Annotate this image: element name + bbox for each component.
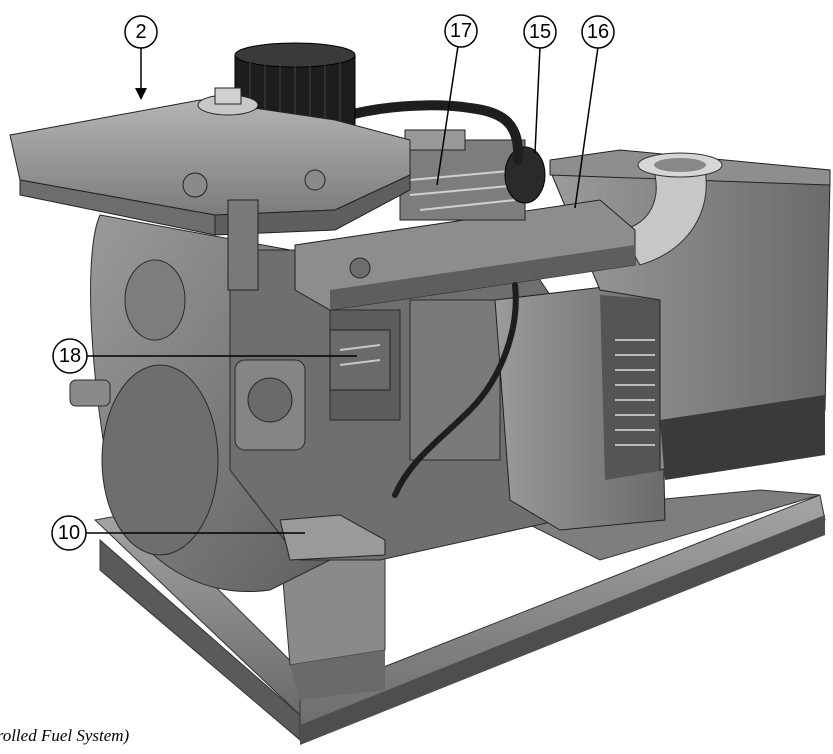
callout-10: 10 — [51, 515, 87, 551]
base-frame — [93, 489, 826, 745]
exhaust-elbow — [619, 152, 723, 266]
heat-exchanger-tank — [9, 87, 411, 291]
leader-2-arrow — [135, 88, 147, 100]
hose-lower — [392, 282, 519, 498]
generator-photo — [9, 42, 831, 745]
svg-text:15: 15 — [529, 21, 551, 43]
callout-15: 15 — [523, 15, 557, 49]
svg-text:18: 18 — [59, 345, 81, 367]
engine-mount — [279, 514, 386, 561]
injection-pump — [329, 129, 526, 391]
leader-17 — [436, 45, 459, 186]
callout-2: 2 — [124, 15, 158, 49]
fuel-filter — [504, 146, 546, 204]
svg-text:10: 10 — [58, 522, 80, 544]
callout-16: 16 — [581, 15, 615, 49]
svg-text:17: 17 — [450, 20, 472, 42]
manifold — [294, 199, 636, 311]
leader-16 — [574, 46, 599, 209]
figure-caption: trolled Fuel System) — [0, 726, 130, 745]
leader-lines — [86, 45, 599, 534]
svg-text:16: 16 — [587, 21, 609, 43]
engine-block — [69, 214, 561, 592]
callout-17: 17 — [444, 14, 478, 48]
callout-18: 18 — [52, 338, 88, 374]
svg-text:2: 2 — [135, 21, 146, 43]
leader-15 — [534, 46, 541, 154]
